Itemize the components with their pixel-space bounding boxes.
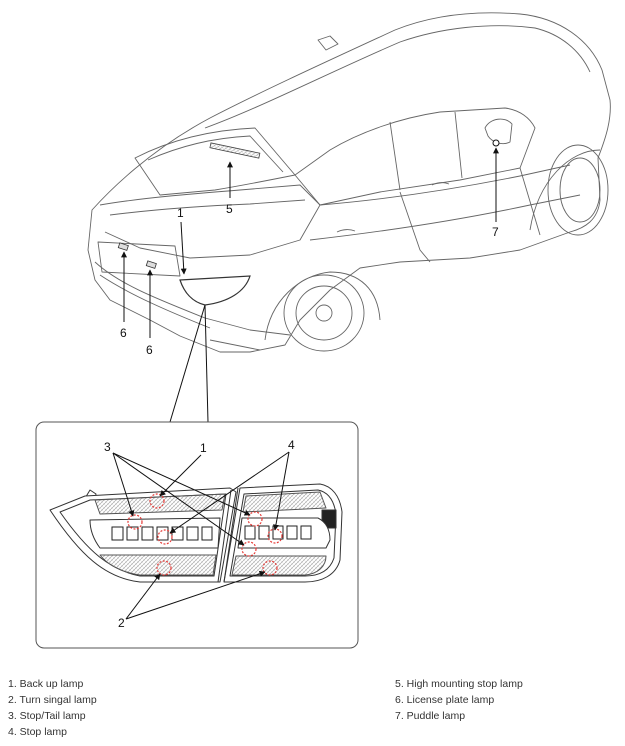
- callout-2-inset: 2: [118, 616, 125, 630]
- callout-7-car: 7: [492, 225, 499, 239]
- callout-6a-car: 6: [120, 326, 127, 340]
- legend-item: 5. High mounting stop lamp: [395, 678, 523, 690]
- callout-3-inset: 3: [104, 440, 111, 454]
- legend-item: 1. Back up lamp: [8, 678, 84, 690]
- led-bars-left: [111, 526, 213, 541]
- license-plate-lamp-right: [145, 260, 157, 269]
- legend-item: 2. Turn singal lamp: [8, 694, 97, 706]
- callout-1-inset: 1: [200, 441, 207, 455]
- legend-left-column: 1. Back up lamp 2. Turn singal lamp 3. S…: [8, 676, 97, 740]
- callout-5-car: 5: [226, 202, 233, 216]
- callout-1-car: 1: [177, 206, 184, 220]
- puddle-lamp: [492, 139, 500, 147]
- legend-item: 7. Puddle lamp: [395, 710, 466, 722]
- callout-4-inset: 4: [288, 438, 295, 452]
- license-plate-lamp-left: [117, 242, 129, 251]
- legend-item: 4. Stop lamp: [8, 726, 67, 738]
- lamp-location-diagram: 1 5 6 6 7: [35, 12, 611, 649]
- legend-right-column: 5. High mounting stop lamp 6. License pl…: [395, 676, 523, 724]
- high-mount-stop-lamp: [209, 142, 261, 159]
- legend-item: 3. Stop/Tail lamp: [8, 710, 86, 722]
- car-tail-lamp: [179, 275, 251, 306]
- callout-6b-car: 6: [146, 343, 153, 357]
- car-illustration: [87, 12, 611, 353]
- led-bars-right: [244, 525, 312, 540]
- legend-item: 6. License plate lamp: [395, 694, 495, 706]
